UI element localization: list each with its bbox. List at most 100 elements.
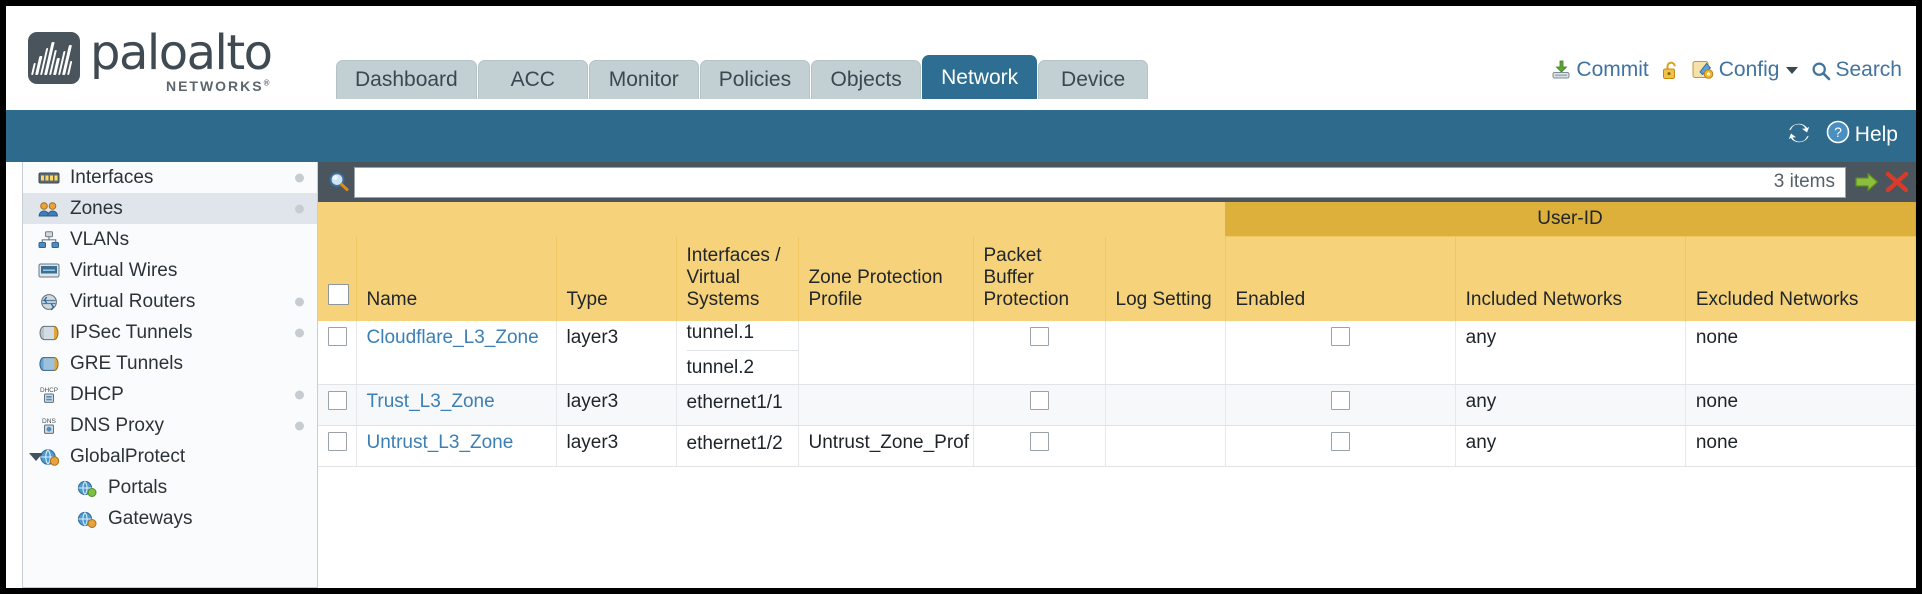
help-button[interactable]: ? Help: [1826, 120, 1898, 150]
sidebar-item-dns-proxy-label: DNS Proxy: [70, 414, 164, 436]
network-sidebar[interactable]: Interfaces Zones: [22, 162, 318, 588]
table-row[interactable]: Untrust_L3_Zone layer3 ethernet1/2 Untru…: [318, 425, 1916, 467]
column-header-row: Name Type Interfaces / Virtual Systems Z…: [318, 236, 1916, 321]
filter-input-wrap[interactable]: 3 items: [354, 166, 1846, 198]
row-zone-protection-cell: Untrust_Zone_Prof: [798, 425, 974, 467]
apply-filter-button[interactable]: [1852, 167, 1882, 197]
row-packet-buffer-cell[interactable]: [973, 384, 1106, 426]
config-menu[interactable]: Config: [1692, 58, 1799, 82]
col-header-enabled[interactable]: Enabled: [1225, 236, 1456, 321]
refresh-icon[interactable]: [1786, 121, 1812, 150]
tab-network-label: Network: [941, 65, 1019, 89]
col-header-included-networks[interactable]: Included Networks: [1455, 236, 1686, 321]
search-input[interactable]: [365, 171, 1766, 193]
sidebar-item-gre-tunnels[interactable]: GRE Tunnels: [23, 348, 317, 379]
row-type-cell: layer3: [556, 320, 677, 385]
col-header-excluded-networks[interactable]: Excluded Networks: [1685, 236, 1916, 321]
table-row[interactable]: Cloudflare_L3_Zone layer3 tunnel.1 tunne…: [318, 320, 1916, 385]
logo-waveform-bars: [31, 41, 77, 75]
user-id-enabled-checkbox[interactable]: [1330, 390, 1350, 410]
row-checkbox[interactable]: [328, 431, 347, 451]
sidebar-item-dhcp[interactable]: DHCP DHCP: [23, 379, 317, 410]
col-header-packet-buffer-protection[interactable]: Packet Buffer Protection: [973, 236, 1106, 321]
select-all-checkbox[interactable]: [328, 283, 349, 305]
sidebar-item-ipsec-tunnels[interactable]: IPSec Tunnels: [23, 317, 317, 348]
paloalto-logo-mark-icon: [28, 32, 80, 84]
sidebar-item-dhcp-label: DHCP: [70, 383, 124, 405]
zone-link-untrust-l3-zone[interactable]: Untrust_L3_Zone: [366, 431, 514, 453]
row-interfaces-cell: ethernet1/2: [676, 425, 799, 467]
sidebar-item-ipsec-tunnels-label: IPSec Tunnels: [70, 321, 193, 343]
sidebar-status-dot: [295, 173, 304, 182]
col-header-log-setting[interactable]: Log Setting: [1105, 236, 1226, 321]
row-excluded-networks-cell: none: [1685, 384, 1916, 426]
col-header-interfaces[interactable]: Interfaces / Virtual Systems: [676, 236, 799, 321]
row-select-cell[interactable]: [318, 320, 357, 385]
table-row[interactable]: Trust_L3_Zone layer3 ethernet1/1: [318, 384, 1916, 426]
tab-monitor[interactable]: Monitor: [588, 60, 699, 99]
virtual-routers-icon: [37, 292, 61, 312]
svg-text:DNS: DNS: [42, 418, 57, 425]
logo-registered-mark: ®: [263, 78, 272, 88]
row-checkbox[interactable]: [328, 390, 347, 410]
config-wrench-gear-icon: [1692, 60, 1714, 80]
config-label: Config: [1718, 58, 1780, 81]
sidebar-status-dot: [295, 390, 304, 399]
select-all-header[interactable]: [318, 236, 357, 321]
svg-text:?: ?: [1834, 124, 1842, 140]
user-id-enabled-checkbox[interactable]: [1330, 326, 1350, 346]
tab-acc[interactable]: ACC: [477, 60, 588, 99]
zone-link-cloudflare-l3-zone[interactable]: Cloudflare_L3_Zone: [366, 326, 539, 348]
tab-objects[interactable]: Objects: [811, 60, 922, 99]
zone-link-trust-l3-zone[interactable]: Trust_L3_Zone: [366, 390, 495, 412]
search-button[interactable]: Search: [1811, 58, 1902, 82]
tab-device[interactable]: Device: [1038, 60, 1149, 99]
search-icon[interactable]: [324, 170, 354, 194]
commit-button[interactable]: Commit: [1551, 58, 1649, 82]
sidebar-item-zones[interactable]: Zones: [23, 193, 317, 224]
sidebar-status-dot: [295, 328, 304, 337]
svg-text:DHCP: DHCP: [40, 387, 58, 394]
padlock-unlocked-icon[interactable]: [1662, 60, 1679, 80]
packet-buffer-protection-checkbox[interactable]: [1029, 326, 1049, 346]
row-checkbox[interactable]: [328, 326, 347, 346]
sidebar-item-portals[interactable]: Portals: [23, 472, 317, 503]
tab-policies-label: Policies: [718, 68, 792, 91]
row-included-networks-cell: any: [1455, 425, 1686, 467]
sidebar-status-dot: [295, 297, 304, 306]
sidebar-item-virtual-wires[interactable]: Virtual Wires: [23, 255, 317, 286]
clear-filter-button[interactable]: [1882, 167, 1912, 197]
sidebar-item-virtual-wires-label: Virtual Wires: [70, 259, 178, 281]
row-packet-buffer-cell[interactable]: [973, 425, 1106, 467]
sidebar-item-gateways[interactable]: Gateways: [23, 503, 317, 534]
packet-buffer-protection-checkbox[interactable]: [1029, 431, 1049, 451]
sidebar-status-dot: [295, 421, 304, 430]
tab-policies[interactable]: Policies: [699, 60, 811, 99]
ipsec-tunnels-icon: [37, 323, 61, 343]
sidebar-item-zones-label: Zones: [70, 197, 123, 219]
sidebar-item-interfaces[interactable]: Interfaces: [23, 162, 317, 193]
col-header-type[interactable]: Type: [556, 236, 677, 321]
row-user-id-enabled-cell[interactable]: [1225, 320, 1456, 385]
row-select-cell[interactable]: [318, 425, 357, 467]
sidebar-item-virtual-routers[interactable]: Virtual Routers: [23, 286, 317, 317]
filter-toolbar: 3 items: [318, 162, 1916, 202]
virtual-wires-icon: [37, 261, 61, 281]
sidebar-item-dns-proxy[interactable]: DNS DNS Proxy: [23, 410, 317, 441]
tab-dashboard[interactable]: Dashboard: [336, 60, 477, 99]
sidebar-item-globalprotect[interactable]: GlobalProtect: [23, 441, 317, 472]
row-user-id-enabled-cell[interactable]: [1225, 425, 1456, 467]
tree-expand-caret-icon[interactable]: [29, 452, 43, 461]
gateways-icon: [75, 509, 99, 529]
portals-icon: [75, 478, 99, 498]
col-header-zone-protection-profile[interactable]: Zone Protection Profile: [798, 236, 974, 321]
row-packet-buffer-cell[interactable]: [973, 320, 1106, 385]
user-id-enabled-checkbox[interactable]: [1330, 431, 1350, 451]
sidebar-item-vlans[interactable]: VLANs: [23, 224, 317, 255]
col-header-name[interactable]: Name: [356, 236, 557, 321]
row-select-cell[interactable]: [318, 384, 357, 426]
sidebar-item-gre-tunnels-label: GRE Tunnels: [70, 352, 183, 374]
tab-network[interactable]: Network: [922, 55, 1038, 99]
row-user-id-enabled-cell[interactable]: [1225, 384, 1456, 426]
packet-buffer-protection-checkbox[interactable]: [1029, 390, 1049, 410]
